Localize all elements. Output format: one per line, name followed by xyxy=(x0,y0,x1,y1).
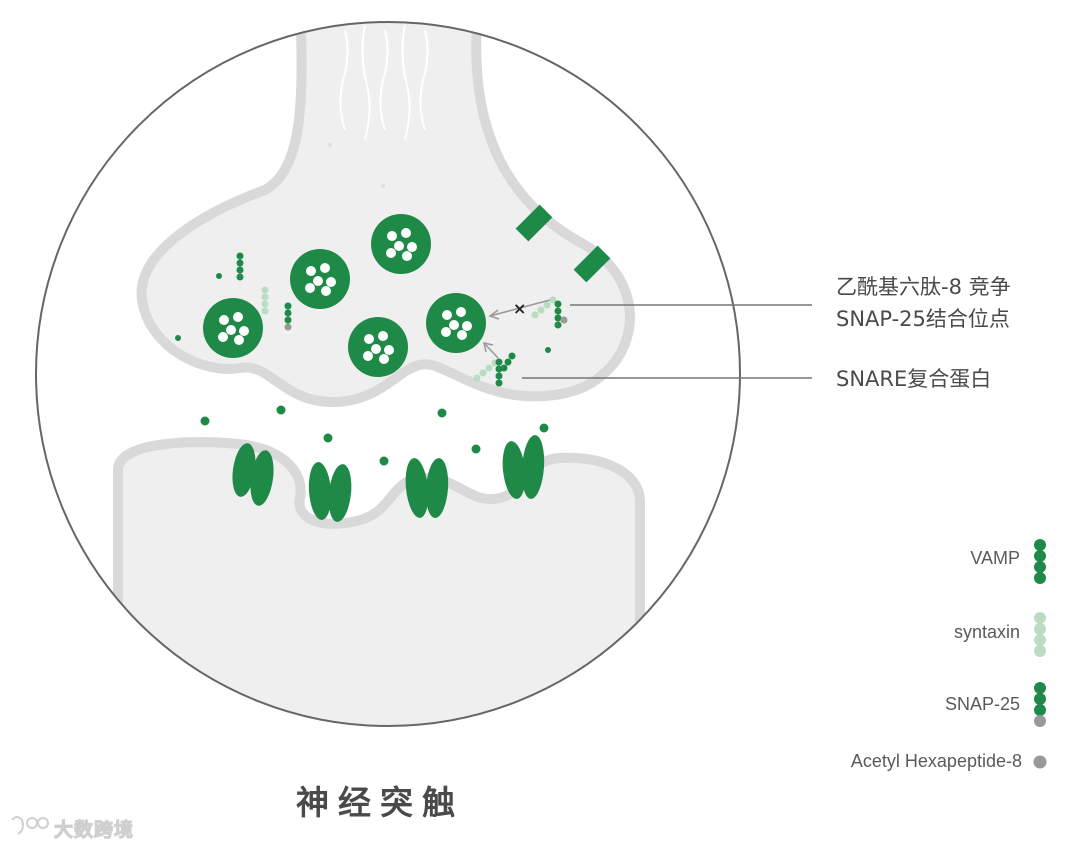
peptide-block xyxy=(515,204,553,242)
legend-label-hexapeptide: Acetyl Hexapeptide-8 xyxy=(850,751,1022,771)
snare-arrow xyxy=(483,342,499,359)
snap25-chain xyxy=(284,302,292,331)
synapse-interior xyxy=(113,22,645,726)
legend-label-snap25: SNAP-25 xyxy=(944,694,1020,714)
postsynaptic-membrane xyxy=(113,437,645,726)
vesicle xyxy=(203,298,263,358)
vesicle xyxy=(290,249,350,309)
vamp-chain xyxy=(236,252,244,281)
receptor xyxy=(308,462,352,522)
legend-symbol-vamp xyxy=(1034,539,1046,584)
competition-complex xyxy=(531,296,568,329)
axon-texture xyxy=(339,24,429,141)
peptide-block xyxy=(573,245,611,283)
receptor xyxy=(232,443,274,506)
receptor xyxy=(502,435,545,499)
diagram-title: 神经突触 xyxy=(296,783,464,822)
synapse-circle-outline xyxy=(35,21,741,727)
legend-symbol-hexapeptide xyxy=(1033,755,1047,769)
neurotransmitters xyxy=(200,405,549,466)
label-competition-line1: 乙酰基六肽-8 竞争 xyxy=(836,275,1011,299)
watermark-logo-icon xyxy=(11,816,49,835)
legend-label-vamp: VAMP xyxy=(970,548,1020,568)
synaptic-vesicles xyxy=(203,214,486,377)
receptor xyxy=(405,458,449,518)
legend-symbol-snap25 xyxy=(1034,682,1046,727)
receptors xyxy=(232,435,545,522)
label-competition-line2: SNAP-25结合位点 xyxy=(836,307,1010,331)
vesicle xyxy=(426,293,486,353)
terminal-dots xyxy=(175,143,551,353)
label-snare: SNARE复合蛋白 xyxy=(836,367,992,391)
blocked-arrow xyxy=(488,299,551,320)
vesicle xyxy=(348,317,408,377)
protein-chains xyxy=(236,252,292,331)
snare-complex xyxy=(473,352,516,387)
block-cross-icon: × xyxy=(513,299,526,318)
vesicle xyxy=(371,214,431,274)
legend-label-syntaxin: syntaxin xyxy=(953,622,1020,642)
syntaxin-chain xyxy=(261,286,269,315)
watermark-text: 大数跨境 xyxy=(53,819,135,842)
legend-symbol-syntaxin xyxy=(1034,612,1046,657)
